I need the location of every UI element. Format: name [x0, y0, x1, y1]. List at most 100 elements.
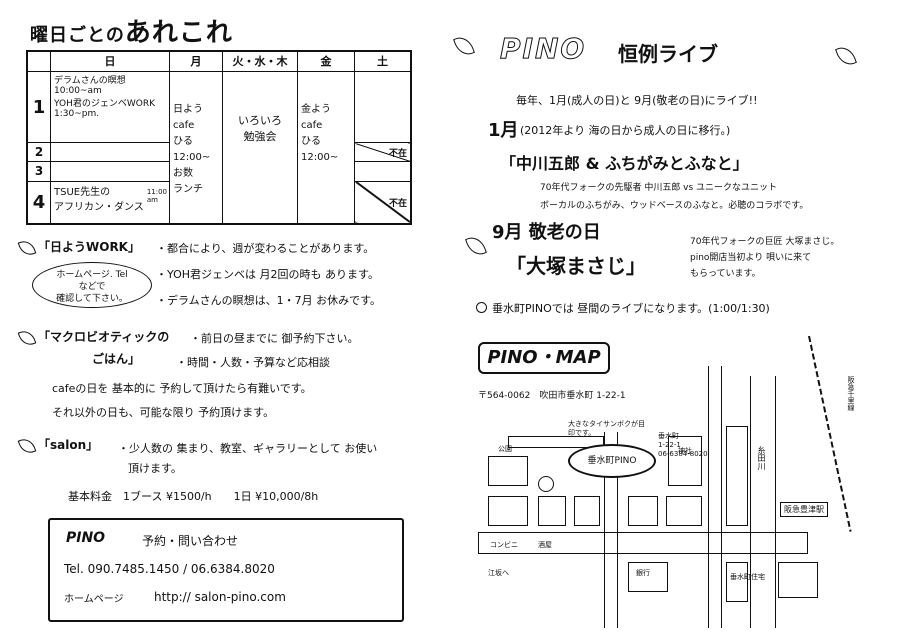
- sat-closed-cell: 不在: [354, 142, 412, 163]
- map-road: [604, 432, 618, 628]
- conv-label: コンビニ: [490, 541, 518, 549]
- col-sat: 土: [354, 50, 412, 73]
- contact-hp-label: ホームページ: [64, 594, 124, 605]
- table-row: 3: [26, 161, 412, 182]
- station-label: 阪急豊津駅: [780, 502, 828, 517]
- pino-title: PINO: [499, 32, 587, 66]
- macro-line: ・時間・人数・予算など応相談: [176, 356, 330, 369]
- salon-heading: 「salon」: [38, 438, 99, 452]
- leaf-icon: [465, 233, 487, 259]
- jan-note: (2012年より 海の日から成人の日に移行。): [520, 124, 731, 137]
- col-fri: 金: [297, 50, 355, 73]
- homepage-note: ホームページ. Tel などで 確認して下さい。: [32, 262, 152, 308]
- corner-cell: [26, 50, 51, 73]
- sat-closed-cell: 不在: [354, 180, 412, 225]
- mon-cell: 日よう cafe ひる 12:00~ お数 ランチ: [169, 71, 223, 225]
- macro-line: ・前日の昼までに 御予約下さい。: [190, 332, 359, 345]
- map-block: [538, 496, 566, 526]
- sat-cell: [354, 161, 412, 182]
- tue-thu-cell: いろいろ 勉強会: [222, 71, 298, 225]
- map-road: [508, 436, 604, 448]
- map-block: [726, 562, 748, 602]
- schedule-table: 日 月 火・水・木 金 土 1 デラムさんの瞑想 10:00~am YOH君のジ…: [26, 50, 412, 225]
- page-title: 曜日ごとのあれこれ: [30, 12, 233, 49]
- contact-name: PINO: [66, 530, 106, 546]
- week-num: 3: [26, 161, 51, 182]
- tree-note: 大きなタイサンボクが目印です。: [568, 420, 645, 437]
- map-block: [666, 496, 702, 526]
- railway-label: 阪急千里線: [847, 376, 855, 411]
- week-num: 2: [26, 142, 51, 163]
- fee-line: 基本料金 1ブース ¥1500/h 1日 ¥10,000/8h: [68, 490, 319, 503]
- map-address: 〒564-0062 吹田市垂水町 1-22-1: [478, 391, 626, 401]
- map-block: [726, 426, 748, 526]
- sun-cell: [50, 161, 170, 182]
- contact-tel: Tel. 090.7485.1450 / 06.6384.8020: [64, 562, 275, 576]
- live-intro: 毎年、1月(成人の日)と 9月(敬老の日)にライブ!!: [516, 94, 758, 107]
- map-block: [628, 496, 658, 526]
- pino-location-marker[interactable]: 垂水町PINO: [568, 444, 656, 478]
- week-num: 1: [26, 71, 51, 144]
- jan-artist: 「中川五郎 & ふちがみとふなと」: [500, 154, 749, 173]
- map-block: [668, 436, 702, 486]
- sun-cell: [50, 142, 170, 163]
- pino-address-note: 垂水町 1-22-1 06-6384-8020: [658, 432, 708, 458]
- esaka-label: 江坂へ: [488, 569, 509, 577]
- leaf-icon: [17, 436, 37, 456]
- leaf-icon: [17, 328, 37, 348]
- river-label: 糸田川: [757, 446, 766, 470]
- sep-heading: 9月 敬老の日: [492, 222, 601, 243]
- map-title: PINO・MAP: [478, 342, 610, 374]
- cafe-line: cafeの日を 基本的に 予約して頂けたら有難いです。: [52, 382, 312, 395]
- leaf-icon: [17, 238, 37, 258]
- map-river: [750, 376, 776, 628]
- sep-desc: 70年代フォークの巨匠 大塚まさじ。 pino開店当初より 唄いに来て もらって…: [690, 237, 840, 279]
- leaf-icon: [453, 33, 475, 59]
- temple-label: 神社: [678, 447, 692, 455]
- bullet-icon: [476, 302, 487, 313]
- contact-hp-link[interactable]: http:// salon-pino.com: [154, 590, 286, 604]
- sat-cell: [354, 71, 412, 144]
- salon-line: 頂けます。: [128, 462, 182, 475]
- week-num: 4: [26, 180, 51, 225]
- table-row: 2 不在: [26, 142, 412, 163]
- map-road: [708, 366, 722, 628]
- map-block: [574, 496, 600, 526]
- jan-desc: 70年代フォークの先駆者 中川五郎 vs ユニークなユニット: [540, 183, 778, 193]
- fri-cell: 金よう cafe ひる 12:00~: [297, 71, 355, 225]
- map-block: [628, 562, 668, 592]
- col-mon: 月: [169, 50, 223, 73]
- title-small: 曜日ごとの: [30, 25, 125, 46]
- macro-heading-2: ごはん」: [92, 352, 141, 366]
- sun-dance-time: 11:00 am: [146, 187, 167, 204]
- macro-heading-1: 「マクロビオティックの: [38, 330, 170, 344]
- contact-box: PINO 予約・問い合わせ Tel. 090.7485.1450 / 06.63…: [48, 518, 404, 622]
- live-time-note: 垂水町PINOでは 昼間のライブになります。(1:00/1:30): [492, 302, 770, 315]
- park-label: 公園: [498, 445, 512, 453]
- map-road: [478, 532, 808, 554]
- jan-heading: 1月: [488, 120, 519, 141]
- leaf-icon: [835, 43, 857, 69]
- pino-map: 糸田川 阪急千里線 垂水町PINO 大きなタイサンボクが目印です。 垂水町 1-…: [468, 335, 870, 628]
- col-tue-thu: 火・水・木: [222, 50, 298, 73]
- sunday-work-heading: 「日ようWORK」: [38, 240, 140, 254]
- salon-line: ・少人数の 集まり、教室、ギャラリーとして お使い: [118, 442, 378, 455]
- sunday-work-line: ・YOH君ジェンベは 月2回の時も あります。: [156, 268, 379, 281]
- tree-icon: [538, 476, 554, 492]
- cafe-line: それ以外の日も、可能な限り 予約頂けます。: [52, 406, 275, 419]
- sun-cell: TSUE先生の アフリカン・ダンス 11:00 am: [50, 180, 170, 225]
- col-sun: 日: [50, 50, 170, 73]
- bank-label: 銀行: [636, 569, 650, 577]
- sunday-work-line: ・デラムさんの瞑想は、1・7月 お休みです。: [156, 294, 382, 307]
- jan-desc: ボーカルのふちがみ、ウッドベースのふなと。必聴のコラボです。: [540, 201, 809, 211]
- map-block: [488, 496, 528, 526]
- contact-label: 予約・問い合わせ: [142, 534, 239, 548]
- apt-label: 垂水町住宅: [730, 573, 765, 581]
- sep-artist: 「大塚まさじ」: [506, 254, 646, 278]
- shop-label: 酒屋: [538, 541, 552, 549]
- sun-dance-text: TSUE先生の アフリカン・ダンス: [54, 186, 144, 213]
- table-row: 1 デラムさんの瞑想 10:00~am YOH君のジェンベWORK 1:30~p…: [26, 71, 412, 225]
- title-big: あれこれ: [124, 18, 233, 48]
- table-row: 4 TSUE先生の アフリカン・ダンス 11:00 am 不在: [26, 180, 412, 225]
- live-title: 恒例ライブ: [618, 42, 718, 66]
